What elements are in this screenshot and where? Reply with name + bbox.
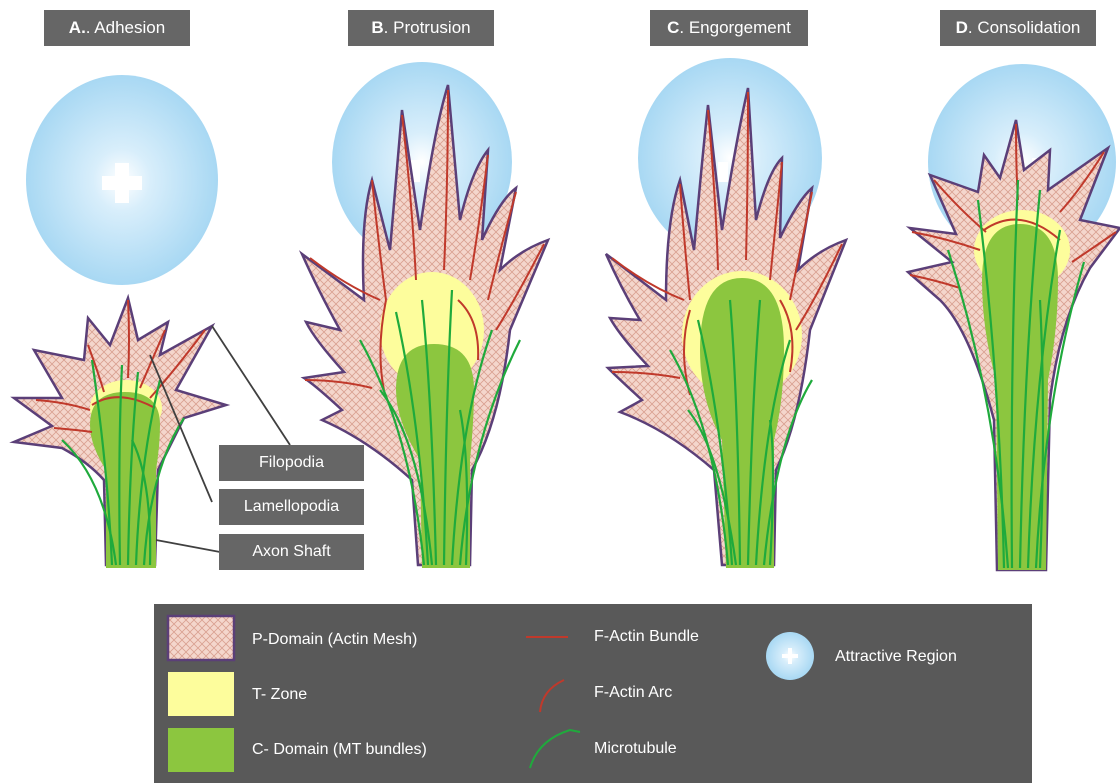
stage-a-adhesion <box>14 75 226 568</box>
stage-c-engorgement <box>606 58 846 568</box>
microtubule-swatch <box>530 730 580 768</box>
f-actin-arc-swatch <box>540 680 564 712</box>
legend: P-Domain (Actin Mesh) T- Zone C- Domain … <box>154 604 1032 783</box>
legend-microtubule: Microtubule <box>594 740 677 758</box>
filopodia-label: Filopodia <box>219 445 364 481</box>
plus-icon <box>718 162 728 182</box>
p-domain-swatch <box>168 616 234 660</box>
legend-attractive-region: Attractive Region <box>835 648 957 666</box>
legend-f-actin-bundle: F-Actin Bundle <box>594 628 699 646</box>
legend-t-zone: T- Zone <box>252 686 307 704</box>
t-zone-swatch <box>168 672 234 716</box>
legend-f-actin-arc: F-Actin Arc <box>594 684 672 702</box>
c-domain-swatch <box>168 728 234 772</box>
legend-c-domain: C- Domain (MT bundles) <box>252 741 427 759</box>
axon-shaft-label: Axon Shaft <box>219 534 364 570</box>
stage-d-consolidation <box>908 64 1120 570</box>
lamellopodia-label: Lamellopodia <box>219 489 364 525</box>
legend-p-domain: P-Domain (Actin Mesh) <box>252 631 417 649</box>
